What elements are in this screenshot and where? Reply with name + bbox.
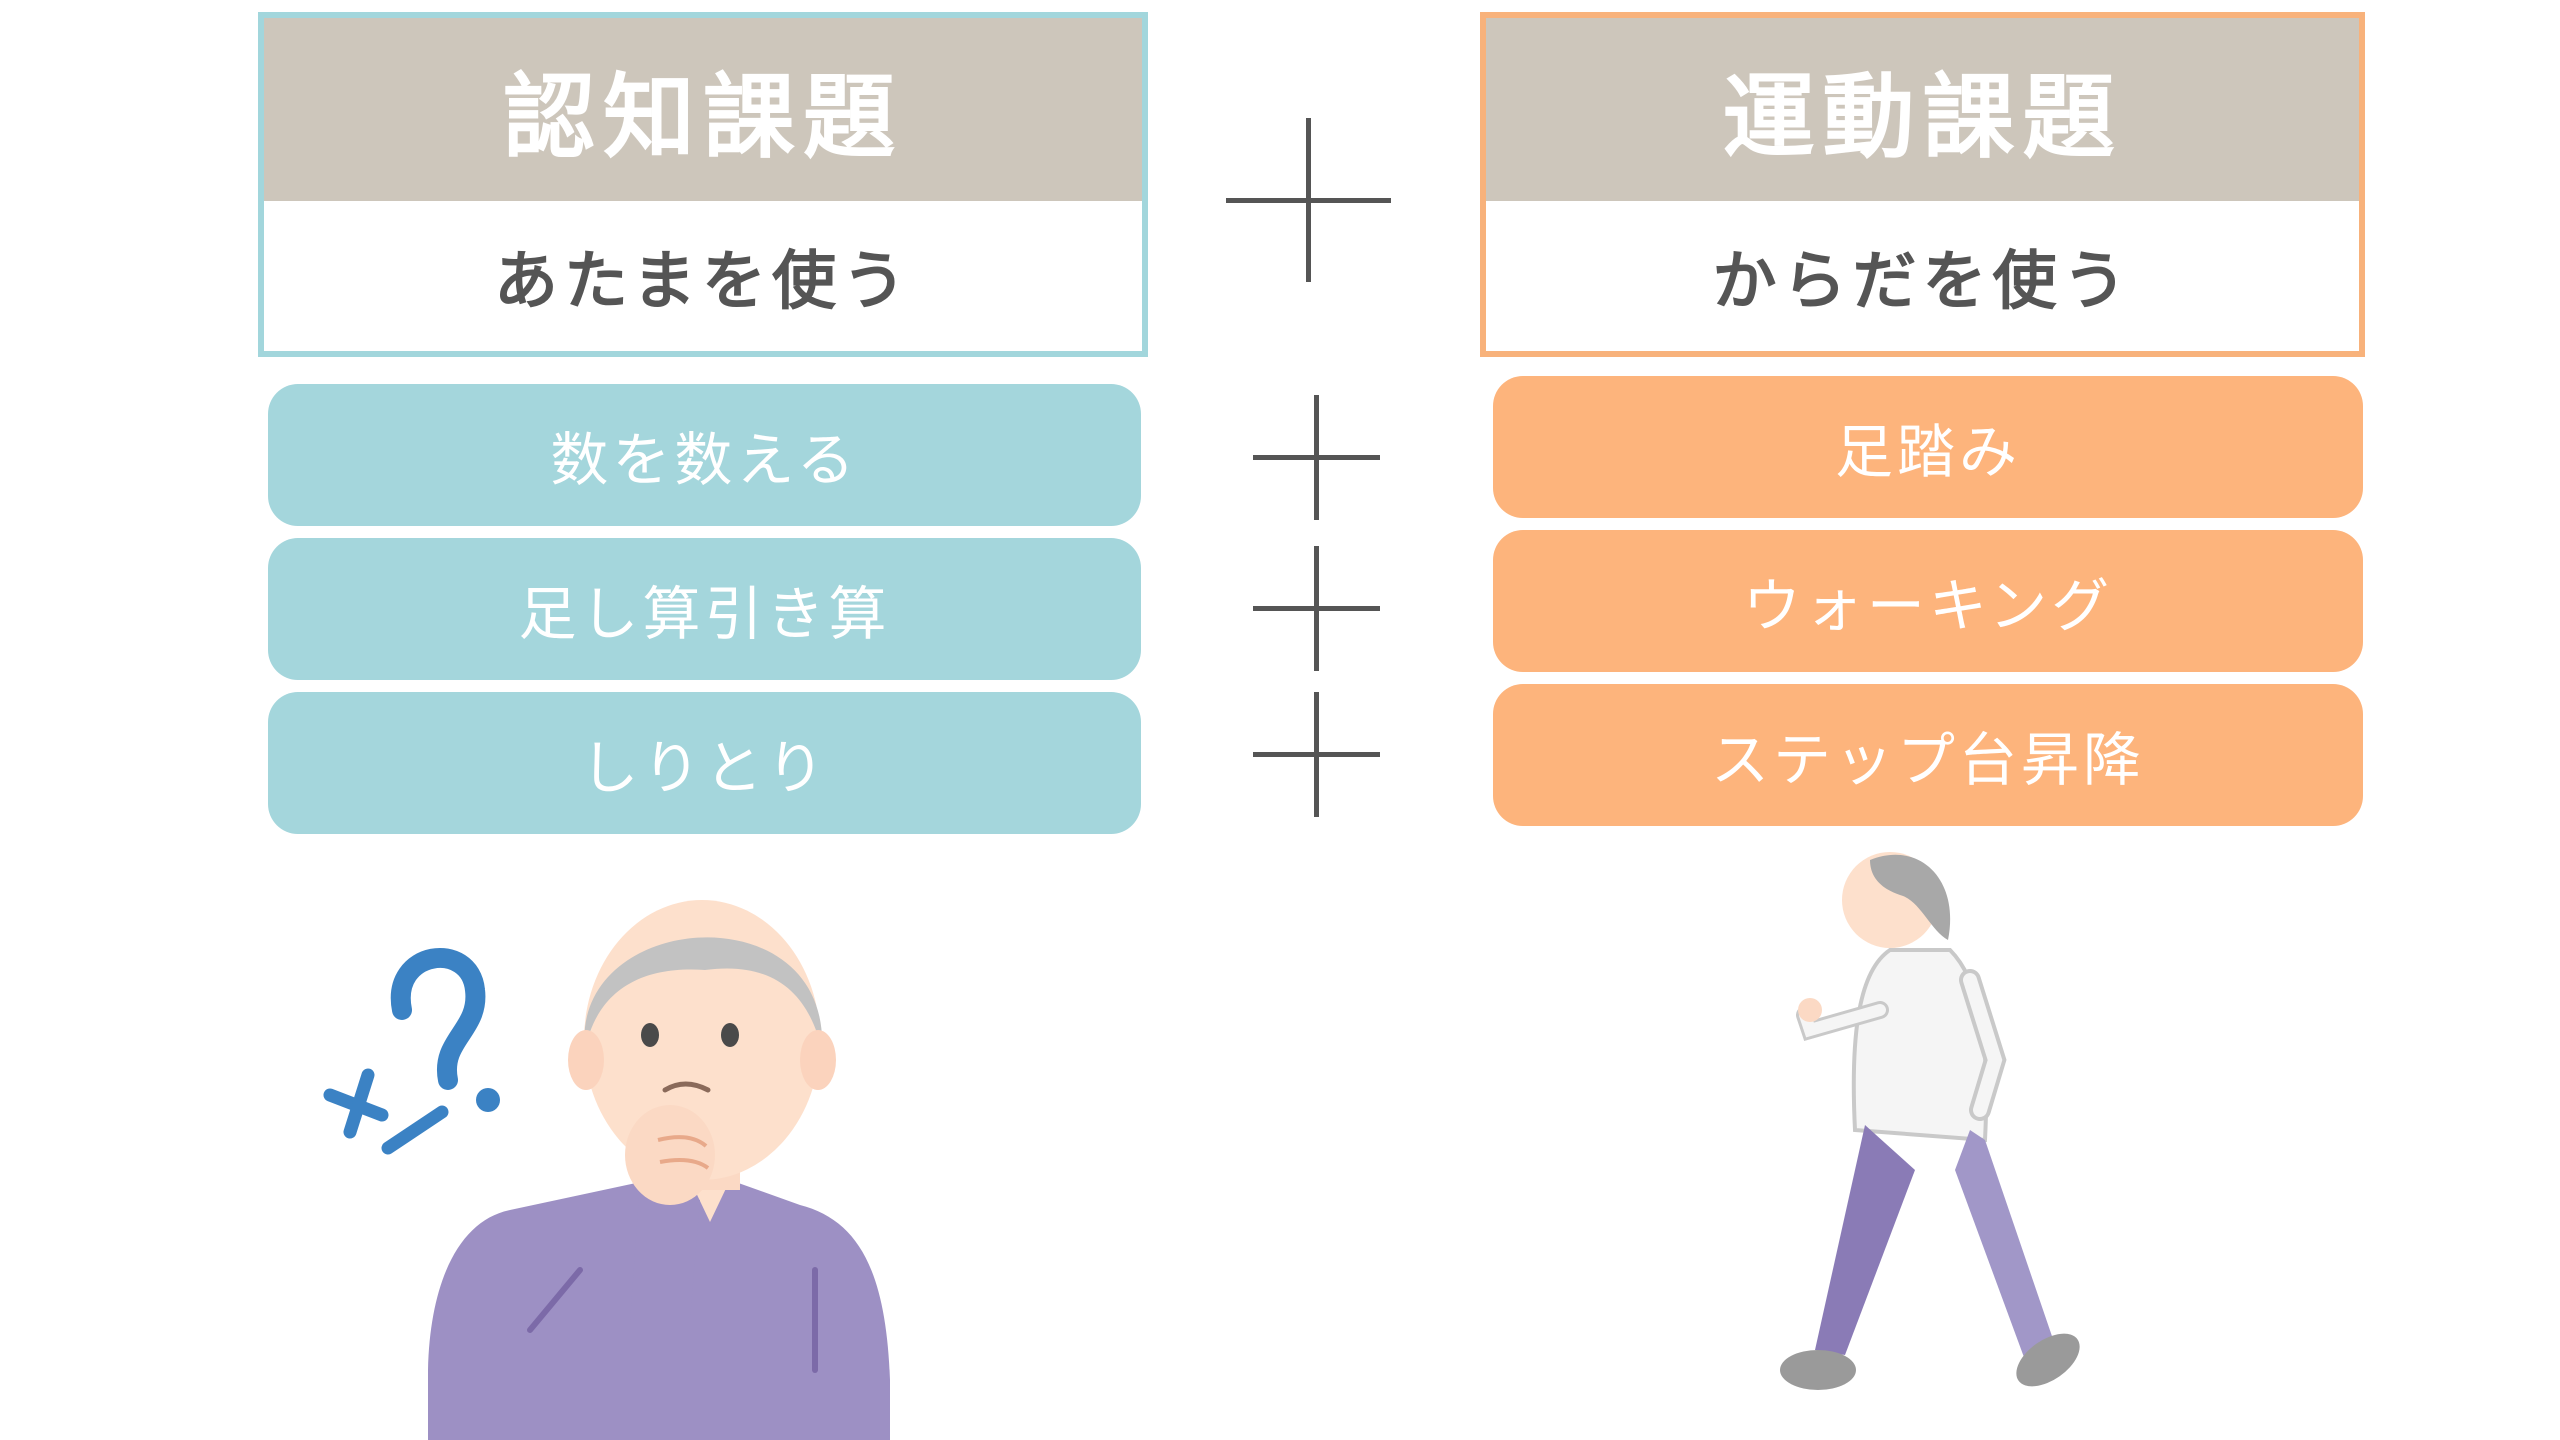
cognitive-task-title: 認知課題 (264, 18, 1142, 201)
cognitive-item-count: 数を数える (268, 384, 1141, 526)
plus-icon (1253, 692, 1380, 817)
motor-item-stepping: 足踏み (1493, 376, 2363, 518)
question-mark-icon (390, 948, 486, 1090)
cognitive-item-shiritori: しりとり (268, 692, 1141, 834)
cognitive-task-subtitle: あたまを使う (493, 245, 913, 319)
cognitive-task-header: 認知課題 あたまを使う (258, 12, 1148, 357)
thinking-elderly-person-illustration (323, 900, 890, 1440)
plus-icon (1253, 395, 1380, 520)
plus-icon (1253, 546, 1380, 671)
walking-elderly-person-illustration (1780, 852, 2080, 1390)
plus-minus-symbols-icon (323, 1068, 449, 1155)
plus-icon (1226, 118, 1391, 282)
motor-item-walking: ウォーキング (1493, 530, 2363, 672)
motor-item-step-exercise: ステップ台昇降 (1493, 684, 2363, 826)
motor-task-header: 運動課題 からだを使う (1480, 12, 2365, 357)
motor-task-subtitle: からだを使う (1712, 245, 2133, 319)
motor-task-title: 運動課題 (1486, 18, 2359, 201)
cognitive-item-arithmetic: 足し算引き算 (268, 538, 1141, 680)
